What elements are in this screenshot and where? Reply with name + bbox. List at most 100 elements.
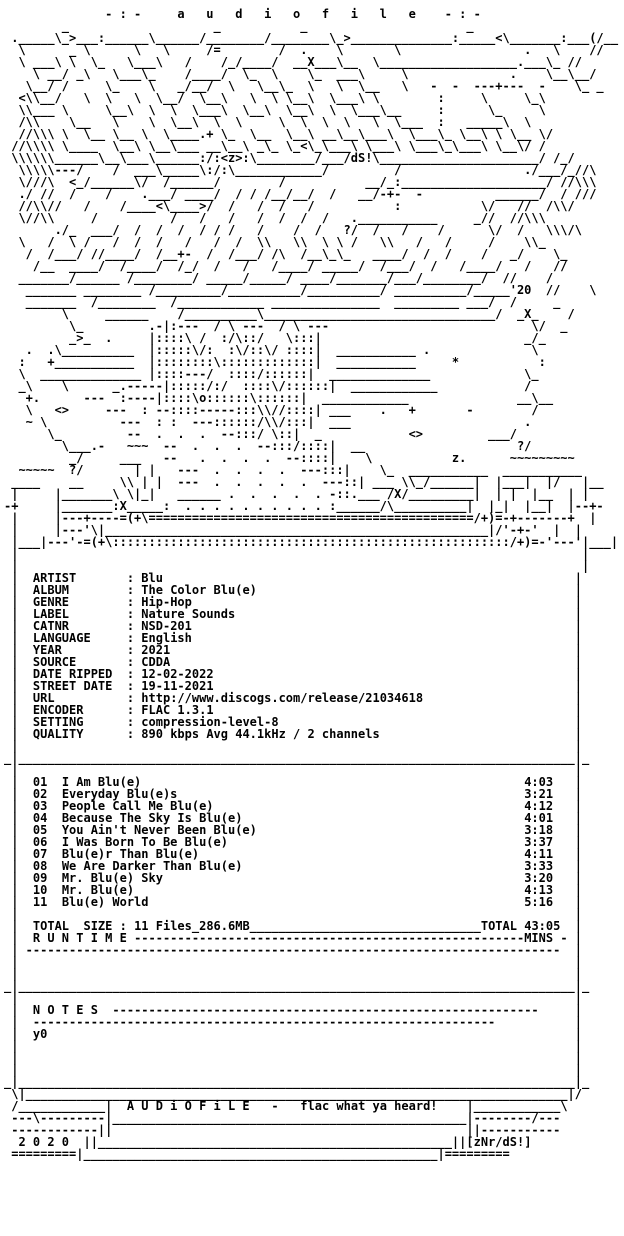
info-value: CDDA xyxy=(141,655,171,669)
total-time-value: 43:05 xyxy=(524,919,561,933)
ascii-art-line: ~ \ --- : : ---::::::/\\/:::| ___ . xyxy=(4,415,532,429)
ascii-art-line: _>_ . |::::\ / :/\::/ \:::| _/_ xyxy=(4,331,546,345)
track-number: 02 xyxy=(32,787,48,801)
track-number: 07 xyxy=(32,847,48,861)
ascii-art-line: / /___/ //____/ /__+- / /___/ /\ /__\_\_… xyxy=(4,247,568,261)
ascii-art-line: \ ___\ \ \_ \___\ / /_/____/ __X___\__ \… xyxy=(4,55,582,69)
track-number: 06 xyxy=(32,835,48,849)
info-key: ENCODER xyxy=(32,703,120,717)
footer-slogan: flac what ya heard! xyxy=(300,1099,438,1113)
total-size-label: TOTAL SIZE xyxy=(32,919,113,933)
info-value: 890 kbps Avg 44.1kHz / 2 channels xyxy=(141,727,380,741)
track-duration: 4:12 xyxy=(524,799,554,813)
track-title: Blu(e)r Than Blu(e) xyxy=(61,847,200,861)
ascii-art-line: | |_______\ \|_| ______ . . . . . -::.__… xyxy=(4,487,590,501)
info-key: DATE RIPPED xyxy=(32,667,120,681)
info-key: STREET DATE xyxy=(32,679,120,693)
nfo-document: - : - a u d i o f i l e - : - _ _ _ _ ._… xyxy=(4,7,619,1161)
ascii-art-line: \ <> --- : --::::-----:::\\//::::| ___ .… xyxy=(4,403,539,417)
total-time-label: TOTAL xyxy=(480,919,517,933)
ascii-art-line: \_ -- . . . --:::/ \::| _ <> ___/ xyxy=(4,427,517,441)
ascii-art-line: . .\__________ |:::::\/: :\/::\/ ::::| _… xyxy=(4,343,539,357)
track-duration: 3:21 xyxy=(524,787,554,801)
ascii-art-line: _______ ________ /_________/__________/_… xyxy=(4,283,597,297)
ascii-art-line: ./ // / / .___/ ____/ / / /__/__/ / __/-… xyxy=(4,187,597,201)
info-key: ALBUM xyxy=(32,583,120,597)
info-key: ARTIST xyxy=(32,571,120,585)
runtime-mins-label: MINS xyxy=(524,931,554,945)
info-value: compression-level-8 xyxy=(141,715,279,729)
info-key: SOURCE xyxy=(32,655,120,669)
ascii-art-line: _______ /________ /____________ ________… xyxy=(4,295,561,309)
footer-separator: - xyxy=(271,1099,279,1113)
footer-credit: [zNr/dS!] xyxy=(466,1135,532,1149)
info-key: YEAR xyxy=(32,643,120,657)
track-title: Everyday Blu(e)s xyxy=(61,787,178,801)
ascii-art-line: _\ \ _.-----|:::::/:/ ::::\/::::::| ____… xyxy=(4,379,532,393)
ascii-art-line: \___.- ~~~ -- . . . --:::/::::| __ ?/ xyxy=(4,439,532,453)
ascii-art-line: //\\// / /____<\____>/ / / / / : \/ // /… xyxy=(4,199,575,213)
ascii-art-line: | | xyxy=(4,547,590,561)
ascii-art-line: | |---+----=(+\=========================… xyxy=(4,511,597,525)
track-title: Mr. Blu(e) xyxy=(61,883,135,897)
track-duration: 3:33 xyxy=(524,859,554,873)
ascii-art-line: \ ______ /__________\___________________… xyxy=(4,307,575,321)
track-title: Blu(e) World xyxy=(61,895,149,909)
ascii-art-line: //\\\ \ \__ \__ \ \____.+ \_ \__ \__\ __… xyxy=(4,127,554,141)
ascii-art-line: \\\\\\______\__\___\______:/:<z>:\______… xyxy=(4,151,575,165)
ascii-art-line: | |---'\|_______________________________… xyxy=(4,523,582,537)
track-number: 04 xyxy=(32,811,48,825)
ascii-art-line: /\\ \__ \ \ \__\ \ \ \ \ \ \ \ \___ : __… xyxy=(4,115,532,129)
ascii-art-line: /__ ____/ /____/ /_/ / / /____/ _____/ /… xyxy=(4,259,568,273)
info-key: URL xyxy=(32,691,120,705)
info-value: English xyxy=(141,631,192,645)
ascii-art-line: <\\__/ \ \ \ \__/ \__\ \ \ \__\ \___\ \ … xyxy=(4,91,546,105)
ascii-art-line: _______/______ /________/ _____/_____/ _… xyxy=(4,271,554,285)
total-size-value: 11 Files_286.6MB xyxy=(134,919,250,933)
track-duration: 4:03 xyxy=(524,775,554,789)
ascii-art-line: \ _ \ \ \ /= / . \ \ . \ // xyxy=(4,43,604,57)
info-value: FLAC 1.3.1 xyxy=(141,703,214,717)
ascii-art-line: | | xyxy=(4,559,590,573)
ascii-art-line: ._____\_>___:______\______/________/____… xyxy=(4,31,619,45)
ascii-art-line: \ / \ / / / / / / / \\ \\ \ \ / \\ / / /… xyxy=(4,235,546,249)
info-value: Blu xyxy=(141,571,163,585)
track-title: We Are Darker Than Blu(e) xyxy=(61,859,243,873)
track-title: People Call Me Blu(e) xyxy=(61,799,214,813)
track-title: You Ain't Never Been Blu(e) xyxy=(61,823,257,837)
notes-text: y0 xyxy=(32,1027,48,1041)
ascii-art-line: //\\\\ \____ \__\ \__\___ __\__\ _\_ \_<… xyxy=(4,139,546,153)
info-value: Nature Sounds xyxy=(141,607,236,621)
ascii-art-line: \ ______________ |::::---/ ::::/::::::| … xyxy=(4,367,539,381)
track-duration: 4:11 xyxy=(524,847,554,861)
track-title: Mr. Blu(e) Sky xyxy=(61,871,163,885)
info-value: NSD-201 xyxy=(141,619,192,633)
ascii-art-line: \///\ <_/______\/ /______/ / __/_:______… xyxy=(4,175,597,189)
ascii-art-line: _ _ _ _ xyxy=(4,19,474,33)
info-key: SETTING xyxy=(32,715,120,729)
track-number: 11 xyxy=(32,895,48,909)
info-key: CATNR xyxy=(32,619,120,633)
ascii-art-line: _/ ___ -- . . . . --::::| \ z. ~~~~~~~~~ xyxy=(4,451,575,465)
ascii-art-line: -+ |_______:X_____: . . . . . . . . . . … xyxy=(4,499,604,513)
track-duration: 3:18 xyxy=(524,823,554,837)
ascii-art-line: ./_ ___/ / / / / / / / / / ?/ / / / \/ /… xyxy=(4,223,582,237)
info-value: Hip-Hop xyxy=(141,595,192,609)
footer-year: 2 0 2 0 xyxy=(18,1135,70,1149)
track-title: I Was Born To Be Blu(e) xyxy=(61,835,228,849)
ascii-art-line: : +___________ |::::::::\:::::::::::::| … xyxy=(4,355,546,369)
info-value: 2021 xyxy=(141,643,171,657)
track-duration: 3:37 xyxy=(524,835,554,849)
track-duration: 4:13 xyxy=(524,883,554,897)
ascii-art-line: ~~~~~ ?/ | | --- . . . . ---:::| \_ ____… xyxy=(4,463,582,477)
track-number: 01 xyxy=(32,775,48,789)
track-duration: 4:01 xyxy=(524,811,554,825)
ascii-art-line: ____ __ \\ | | --- . . . . . ---::| ___ … xyxy=(4,475,604,489)
ascii-art-line: - : - a u d i o f i l e - : - xyxy=(4,7,481,21)
track-title: Because The Sky Is Blu(e) xyxy=(61,811,243,825)
info-value: 19-11-2021 xyxy=(141,679,214,693)
ascii-art-line: \//\\ / / / / / / / / .___________ _// /… xyxy=(4,211,546,225)
ascii-art-line: |___|---'-=(+\::::::::::::::::::::::::::… xyxy=(4,535,619,549)
info-key: LANGUAGE xyxy=(32,631,120,645)
footer-brand: A U D i O F i L E xyxy=(126,1099,250,1113)
